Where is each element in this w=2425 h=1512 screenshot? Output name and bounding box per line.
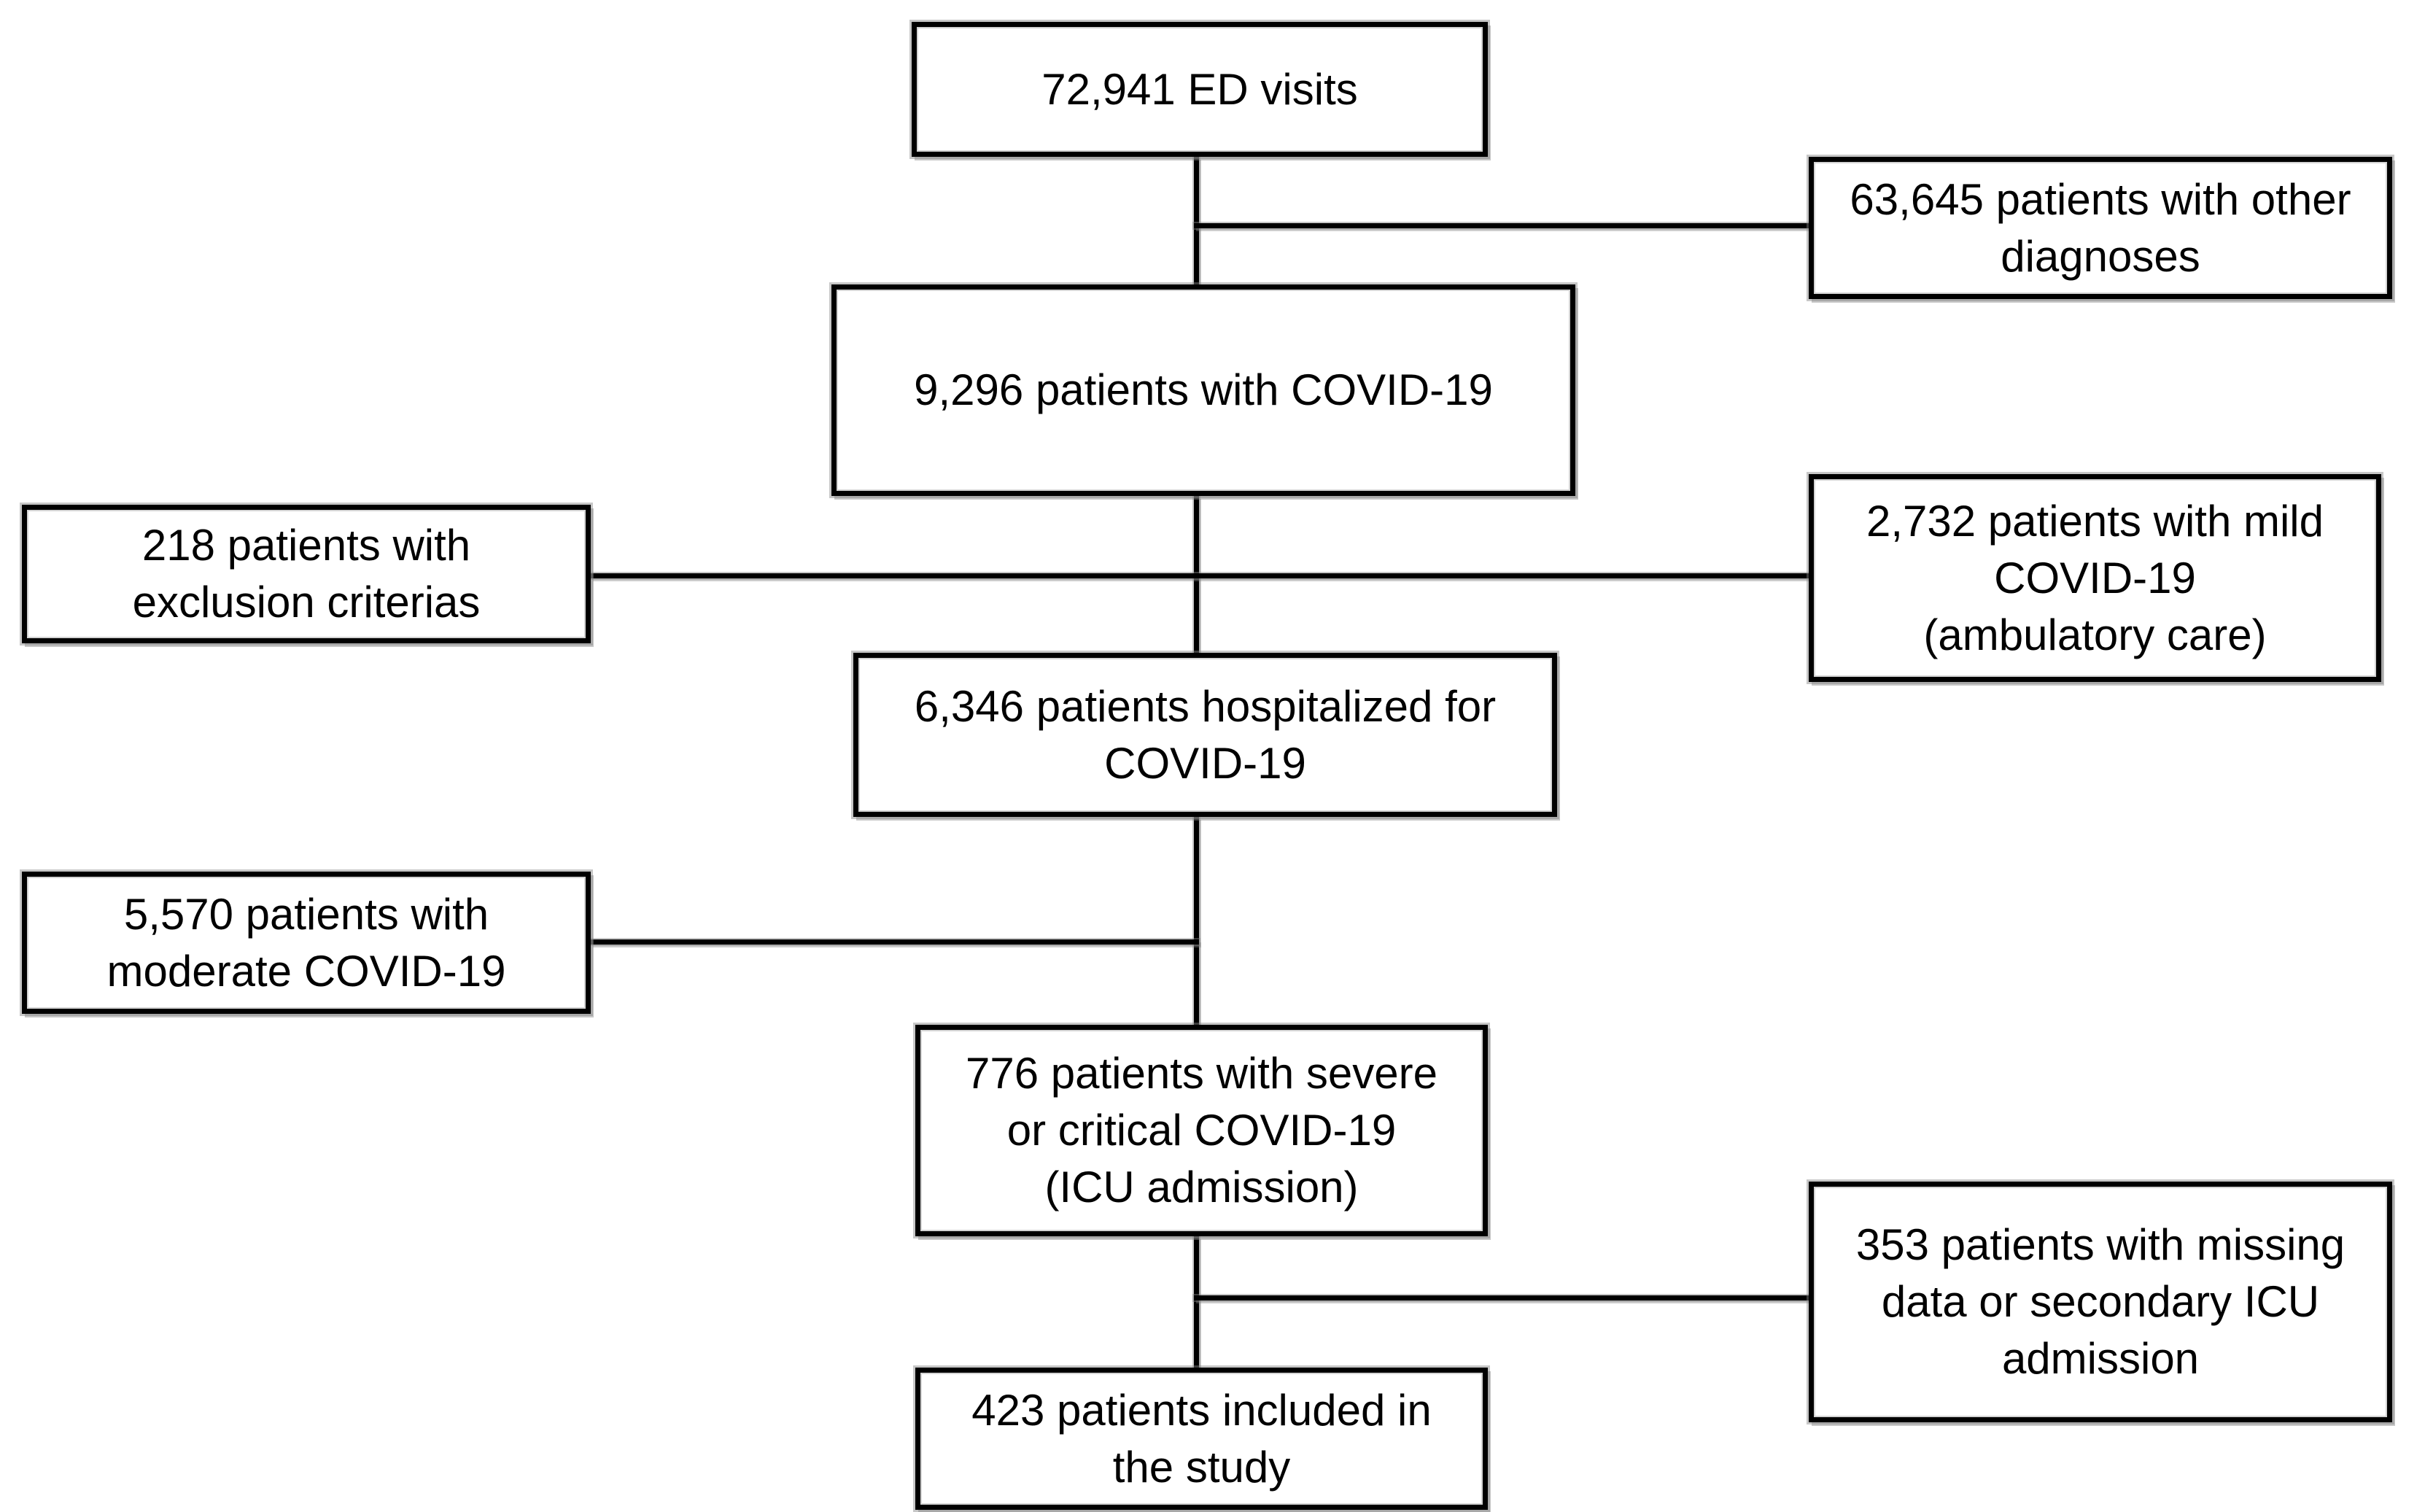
connector-branch-other-diagnoses <box>1194 223 1809 228</box>
node-exclusion-criterias: 218 patients with exclusion criterias <box>22 505 591 643</box>
node-line: (ICU admission) <box>1044 1163 1359 1211</box>
node-covid-patients: 9,296 patients with COVID-19 <box>831 284 1575 496</box>
connector-branch-moderate <box>591 939 1199 945</box>
node-line: (ambulatory care) <box>1923 610 2267 659</box>
node-line: COVID-19 <box>1104 738 1306 788</box>
node-mild-covid: 2,732 patients with mild COVID-19 (ambul… <box>1809 474 2381 682</box>
node-line: 5,570 patients with <box>123 889 489 939</box>
node-line: admission <box>2001 1334 2200 1383</box>
node-included-study: 423 patients included in the study <box>915 1368 1488 1510</box>
node-line: or critical COVID-19 <box>1006 1106 1397 1155</box>
connector-branch-exclusion-and-mild <box>591 573 1809 578</box>
node-line: 218 patients with <box>141 521 471 570</box>
node-line: 6,346 patients hospitalized for <box>914 681 1497 731</box>
node-line: 72,941 ED visits <box>1041 64 1358 114</box>
node-missing-data: 353 patients with missing data or second… <box>1809 1182 2392 1422</box>
node-line: diagnoses <box>2001 231 2200 281</box>
connector-spine-4 <box>1194 1236 1199 1371</box>
node-line: COVID-19 <box>1994 553 2196 602</box>
node-line: 2,732 patients with mild <box>1866 496 2324 546</box>
node-moderate-covid: 5,570 patients with moderate COVID-19 <box>22 872 591 1014</box>
node-ed-visits: 72,941 ED visits <box>912 22 1488 157</box>
node-line: 9,296 patients with COVID-19 <box>914 365 1493 414</box>
connector-spine-1 <box>1194 157 1199 288</box>
node-line: data or secondary ICU <box>1881 1277 2320 1326</box>
node-line: the study <box>1112 1442 1291 1492</box>
node-hospitalized-covid: 6,346 patients hospitalized for COVID-19 <box>853 653 1557 817</box>
connector-spine-3 <box>1194 817 1199 1028</box>
connector-branch-missing-data <box>1194 1295 1809 1300</box>
node-line: 353 patients with missing <box>1855 1220 2346 1269</box>
node-other-diagnoses: 63,645 patients with other diagnoses <box>1809 157 2392 299</box>
node-line: exclusion criterias <box>132 578 481 627</box>
node-line: 423 patients included in <box>971 1385 1432 1435</box>
node-line: 776 patients with severe <box>965 1049 1438 1098</box>
node-line: 63,645 patients with other <box>1850 174 2351 224</box>
node-line: moderate COVID-19 <box>106 946 506 996</box>
node-severe-critical-covid: 776 patients with severe or critical COV… <box>915 1025 1488 1236</box>
